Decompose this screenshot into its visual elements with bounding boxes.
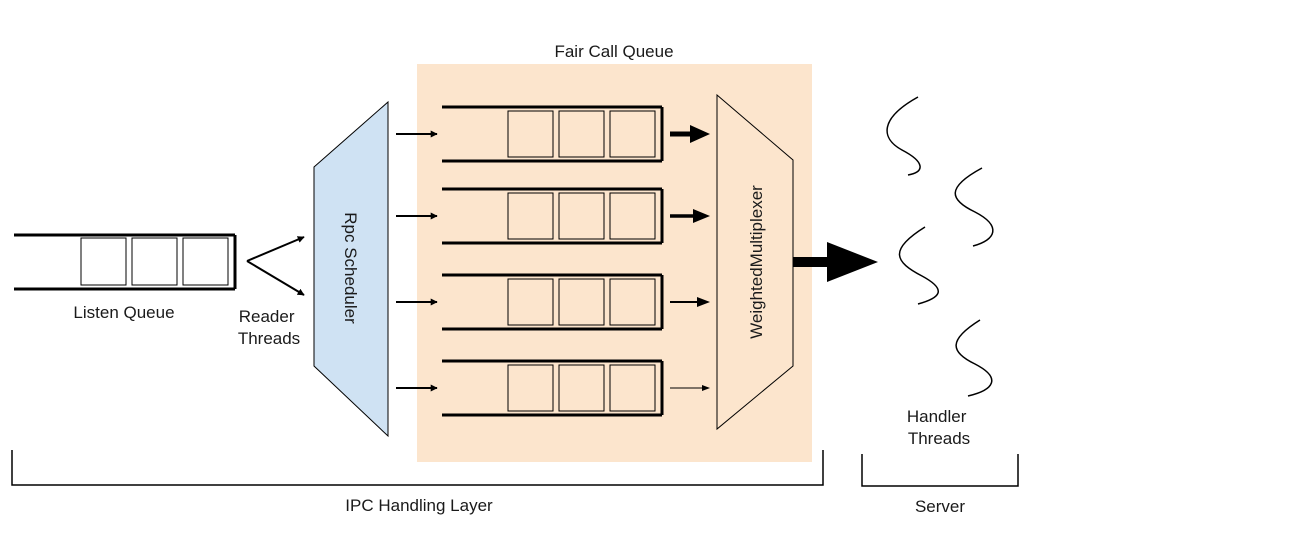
listen-queue-label: Listen Queue	[73, 303, 174, 322]
handler-threads-label: Handler Threads	[907, 407, 971, 448]
listen-queue	[14, 233, 237, 291]
weighted-multiplexer-label: WeightedMultiplexer	[747, 185, 766, 339]
handler-thread-2	[954, 167, 994, 247]
handler-thread-3	[898, 226, 939, 305]
handler-thread-4	[955, 319, 993, 397]
sub-queue-2	[396, 187, 710, 245]
output-arrow	[793, 242, 878, 282]
server-label: Server	[915, 497, 965, 516]
sub-queue-3	[396, 273, 710, 331]
rpc-scheduler	[313, 100, 389, 438]
sub-queue-4	[396, 359, 710, 417]
rpc-scheduler-label: Rpc Scheduler	[341, 212, 360, 324]
ipc-layer-bracket	[11, 450, 824, 486]
ipc-layer-label: IPC Handling Layer	[345, 496, 493, 515]
reader-threads-arrows	[246, 236, 305, 296]
sub-queue-1	[396, 105, 710, 163]
fair-call-queue-title: Fair Call Queue	[554, 42, 673, 61]
reader-threads-label: Reader Threads	[238, 307, 300, 348]
weighted-multiplexer	[716, 93, 794, 431]
handler-threads	[886, 96, 994, 397]
handler-thread-1	[886, 96, 921, 176]
server-bracket	[861, 454, 1019, 487]
